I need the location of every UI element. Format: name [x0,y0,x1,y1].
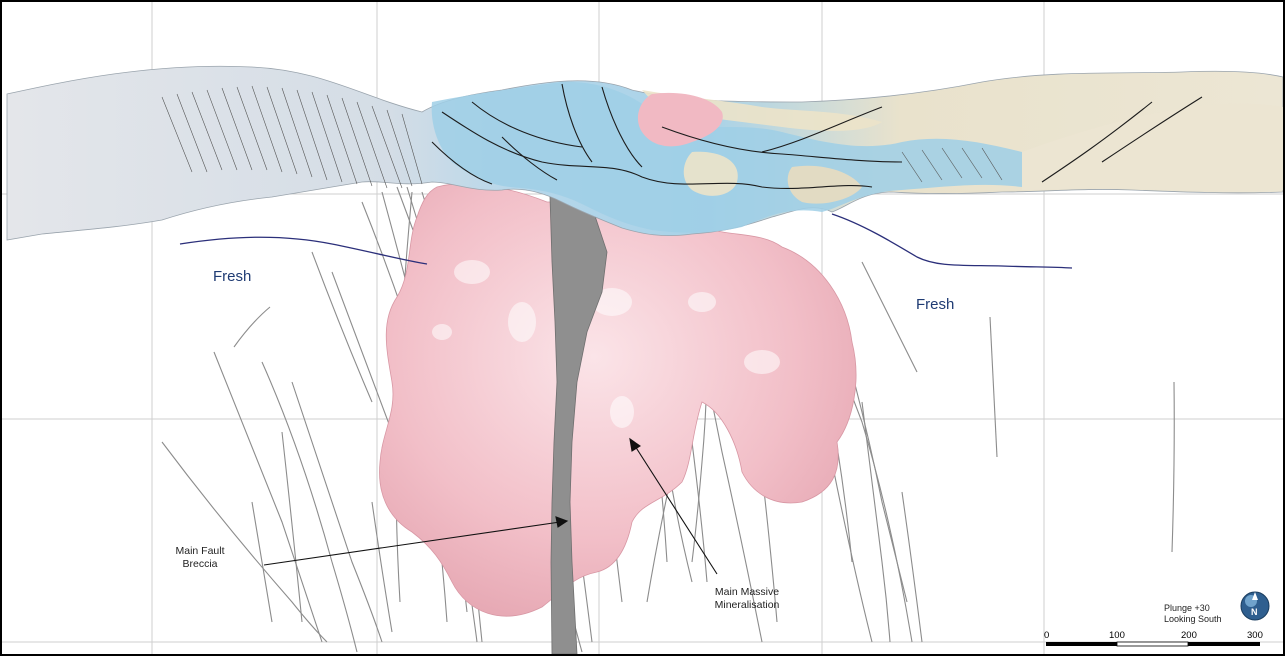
main-massive-mineralisation-label: Main Massive Mineralisation [692,586,802,612]
fresh-label-west: Fresh [213,268,251,285]
scale-tick-200: 200 [1181,630,1197,641]
main-fault-breccia-label: Main Fault Breccia [160,545,240,571]
mineral-label-line2: Mineralisation [692,599,802,612]
plunge-text: Plunge +30 [1164,603,1222,614]
fault-label-line2: Breccia [160,558,240,571]
fault-label-line1: Main Fault [160,545,240,558]
compass-north-letter: N [1251,607,1258,617]
looking-text: Looking South [1164,614,1222,625]
fresh-label-east: Fresh [916,296,954,313]
scale-bar [1046,642,1260,646]
weathering-boundary-west [180,237,427,264]
weathering-boundary-east [832,214,1072,268]
scale-tick-300: 300 [1247,630,1263,641]
scale-tick-0: 0 [1044,630,1049,641]
scale-tick-100: 100 [1109,630,1125,641]
mineral-label-line1: Main Massive [692,586,802,599]
view-orientation-label: Plunge +30 Looking South [1164,603,1222,625]
